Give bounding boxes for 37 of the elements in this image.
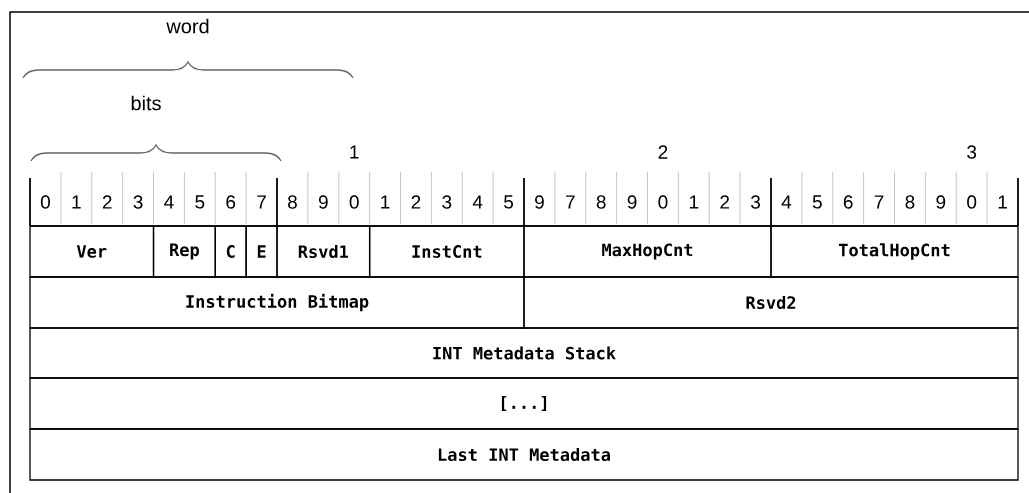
bit-number: 9: [318, 195, 328, 209]
field-box: MaxHopCnt: [523, 225, 772, 278]
bit-group-number: 1: [350, 145, 359, 159]
bit-number: 3: [751, 195, 760, 209]
bit-number: 5: [504, 195, 514, 209]
brace-label: word: [166, 18, 209, 34]
bit-group-number: 2: [658, 145, 668, 159]
field-box: Instruction Bitmap: [29, 276, 525, 329]
bit-number: 4: [781, 195, 792, 209]
bit-number: 8: [288, 195, 297, 209]
field-box: INT Metadata Stack: [29, 327, 1019, 379]
field-box: E: [245, 225, 278, 278]
bit-number: 6: [226, 195, 236, 209]
bit-number: 1: [381, 195, 390, 209]
bit-number: 0: [349, 195, 359, 209]
bit-number: 7: [566, 195, 575, 209]
field-box: InstCnt: [369, 225, 525, 278]
bit-number: 4: [472, 195, 483, 209]
bit-number: 2: [411, 195, 421, 209]
field-box: Rsvd1: [276, 225, 371, 278]
field-box: Rep: [152, 225, 216, 278]
bit-group-number: 3: [967, 145, 977, 159]
bit-number: 5: [195, 195, 205, 209]
bit-number: 2: [102, 195, 112, 209]
field-box: Rsvd2: [523, 276, 1019, 329]
field-box: TotalHopCnt: [770, 225, 1019, 278]
field-box: C: [214, 225, 247, 278]
field-box: [...]: [29, 377, 1019, 430]
bit-number: 4: [164, 195, 174, 209]
field-box: Last INT Metadata: [29, 428, 1019, 481]
bit-number: 2: [720, 195, 729, 209]
field-box: Ver: [29, 225, 155, 278]
brace-label: bits: [131, 95, 161, 111]
bit-number: 9: [535, 195, 544, 209]
bit-number: 5: [812, 195, 822, 209]
bit-number: 3: [133, 195, 143, 209]
bit-number: 7: [257, 195, 266, 209]
